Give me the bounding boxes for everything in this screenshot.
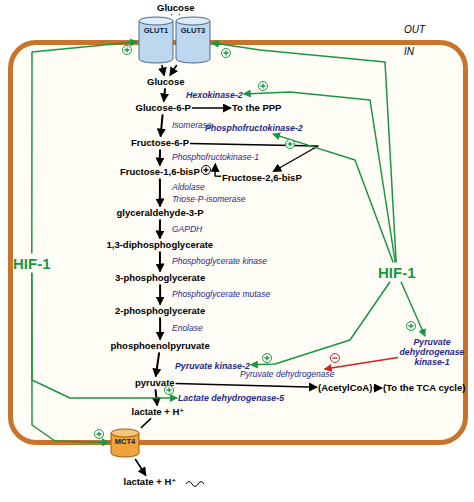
node-text: GLUT3	[175, 27, 211, 36]
cylinder-top	[176, 17, 210, 25]
enzyme-label: Pyruvate kinase-2	[175, 361, 250, 371]
metabolite: lactate + H⁺	[124, 477, 177, 488]
node-text: Pyruvate dehydrogenase	[240, 370, 335, 380]
enzyme-label: Pyruvate dehydrogenase kinase-1	[399, 337, 465, 367]
cylinder-body	[176, 21, 210, 63]
metabolite: phosphoenolpyruvate	[111, 341, 210, 352]
cylinder-top	[111, 429, 139, 437]
enzyme-label: Phosphofructokinase-1	[172, 153, 259, 163]
node-text: MCT4	[110, 438, 140, 447]
metabolite: lactate + H⁺	[132, 407, 185, 418]
metabolite: Glucose	[147, 77, 185, 88]
node-text: HIF-1	[378, 264, 416, 281]
enzyme-label: Phosphofructokinase-2	[205, 123, 303, 133]
region-label: OUT	[404, 24, 425, 35]
enzyme-label: Enolase	[172, 323, 203, 333]
node-text: Glucose-6-P	[136, 103, 191, 114]
metabolite: Glucose	[157, 3, 195, 14]
transporter: GLUT1	[138, 16, 174, 64]
node-text: Lactate dehydrogenase-5	[178, 393, 284, 403]
node-text: Hexokinase-2	[186, 90, 243, 100]
node-text: lactate + H⁺	[132, 407, 185, 418]
node-text: lactate + H⁺	[124, 477, 177, 488]
node-text: Phosphofructokinase-2	[205, 123, 303, 133]
enzyme-label: Aldolase	[172, 182, 205, 192]
metabolite: Fructose-2,6-bisP	[222, 173, 302, 184]
metabolite: Fructose-1,6-bisP	[120, 167, 200, 178]
node-text: glyceraldehyde-3-P	[117, 208, 204, 219]
node-text: Phosphofructokinase-1	[172, 153, 259, 163]
cylinder-body	[139, 21, 173, 63]
node-text: Fructose-6-P	[131, 138, 189, 149]
enzyme-label: Phosphoglycerate kinase	[172, 256, 267, 266]
node-text: GLUT1	[138, 27, 174, 36]
regulator-label: HIF-1	[13, 255, 51, 272]
squiggle	[186, 482, 204, 487]
metabolite: glyceraldehyde-3-P	[117, 208, 204, 219]
node-text: Pyruvate dehydrogenase kinase-1	[399, 337, 465, 367]
pathway-exit: To the PPP	[232, 103, 281, 114]
metabolite: (AcetylCoA)	[318, 383, 372, 394]
cylinder-top	[139, 17, 173, 25]
node-text: To the PPP	[232, 103, 281, 114]
node-text: Glucose	[157, 3, 195, 14]
node-text: 1,3-diphosphoglycerate	[107, 240, 214, 251]
cylinder-shape	[138, 16, 174, 64]
regulator-label: HIF-1	[378, 264, 416, 281]
node-text: (AcetylCoA)	[318, 383, 372, 394]
enzyme-label: GAPDH	[172, 224, 202, 234]
node-text: Pyruvate kinase-2	[175, 361, 250, 371]
node-text: phosphoenolpyruvate	[111, 341, 210, 352]
enzyme-label: Phosphoglycerate mutase	[172, 289, 270, 299]
region-label: IN	[404, 46, 414, 58]
node-text: 3-phosphoglycerate	[115, 273, 205, 284]
pathway-exit: (To the TCA cycle)	[383, 383, 465, 394]
enzyme-label: Hexokinase-2	[186, 90, 243, 100]
enzyme-label: Triose-P-isomerase	[172, 194, 246, 204]
enzyme-label: Lactate dehydrogenase-5	[178, 393, 284, 403]
metabolite: Fructose-6-P	[131, 138, 189, 149]
node-text: (To the TCA cycle)	[383, 383, 465, 394]
metabolite: 1,3-diphosphoglycerate	[107, 240, 214, 251]
cylinder-shape	[175, 16, 211, 64]
reaction-arrow	[171, 14, 173, 16]
reaction-arrow	[178, 14, 180, 16]
node-text: 2-phosphoglycerate	[115, 306, 205, 317]
metabolite: Glucose-6-P	[136, 103, 191, 114]
enzyme-label: Isomerase	[172, 120, 212, 130]
enzyme-label: Pyruvate dehydrogenase	[240, 370, 335, 380]
transporter: GLUT3	[175, 16, 211, 64]
node-text: Glucose	[147, 77, 185, 88]
reaction-arrow	[135, 459, 146, 476]
cell-membrane: INGLUT1GLUT3GlucoseHexokinase-2Glucose-6…	[8, 40, 468, 445]
node-text: Fructose-2,6-bisP	[222, 173, 302, 184]
transporter: MCT4	[110, 428, 140, 458]
metabolite: 2-phosphoglycerate	[115, 306, 205, 317]
metabolite: 3-phosphoglycerate	[115, 273, 205, 284]
metabolite: pyruvate	[135, 378, 175, 389]
node-text: Fructose-1,6-bisP	[120, 167, 200, 178]
node-text: pyruvate	[135, 378, 175, 389]
node-text: HIF-1	[13, 255, 51, 272]
